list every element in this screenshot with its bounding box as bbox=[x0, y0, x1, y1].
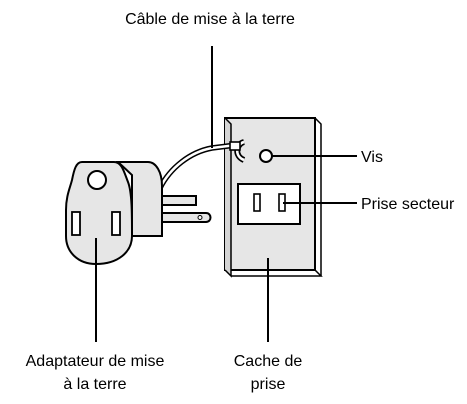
grounding-adapter bbox=[65, 161, 163, 266]
label-screw: Vis bbox=[361, 149, 383, 166]
plug-prongs bbox=[155, 195, 212, 223]
label-outlet: Prise secteur bbox=[361, 196, 455, 213]
ground-tab-hole bbox=[87, 170, 107, 190]
screw-icon bbox=[259, 149, 273, 163]
label-adapter-line1: Adaptateur de mise bbox=[26, 353, 165, 370]
label-cover-line2: prise bbox=[251, 376, 286, 393]
label-adapter-line2: à la terre bbox=[63, 376, 126, 393]
leader-lines bbox=[95, 46, 357, 342]
label-ground-cable: Câble de mise à la terre bbox=[125, 11, 295, 28]
ground-cable bbox=[157, 139, 246, 190]
label-cover-line1: Cache de bbox=[234, 353, 303, 370]
